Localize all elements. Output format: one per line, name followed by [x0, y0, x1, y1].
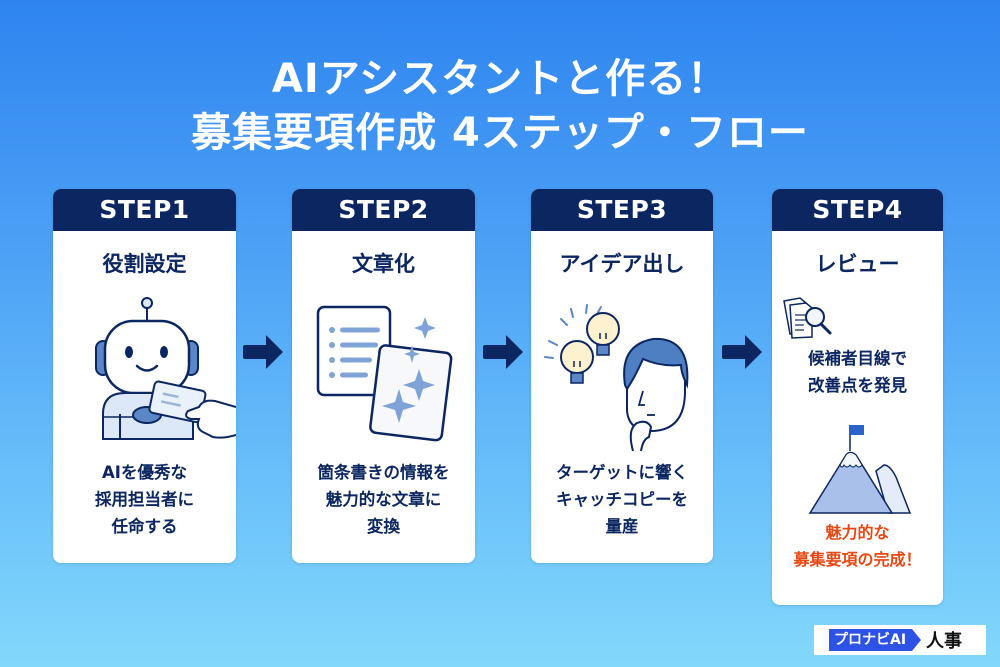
step-card-4: STEP4 レビュー 候補者目線で 改善点を発見 魅力的な 募集要項の完成！: [772, 189, 943, 605]
desc-line: キャッチコピーを: [556, 490, 688, 509]
step-title: アイデア出し: [559, 252, 685, 276]
logo-text: 人事: [926, 631, 963, 652]
step-title: 役割設定: [102, 252, 187, 276]
arrow-right-icon: [722, 335, 762, 369]
step-header: STEP4: [772, 189, 943, 231]
step-card-3: STEP3 アイデア出し ターゲットに響く キャッチコピーを 量産: [531, 189, 713, 563]
desc-line: 魅力的な文章に: [325, 490, 442, 509]
brand-logo: プロナビAI 人事: [814, 625, 986, 655]
desc-line: AIを優秀な: [102, 463, 187, 482]
document-magnifier-icon: [783, 297, 832, 339]
step-description: 箇条書きの情報を 魅力的な文章に 変換: [292, 459, 475, 540]
page-title: AIアシスタントと作る！ 募集要項作成 4ステップ・フロー: [0, 52, 1000, 160]
desc-line: 変換: [367, 517, 400, 536]
step-header: STEP2: [292, 189, 475, 231]
desc-line: 採用担当者に: [95, 490, 194, 509]
step-title: レビュー: [815, 252, 900, 276]
step-card-1: STEP1 役割設定 AIを優秀な 採用担当者に 任命する: [53, 189, 236, 563]
desc-line: 箇条書きの情報を: [317, 463, 450, 482]
arrow-right-icon: [483, 335, 523, 369]
title-line-1: AIアシスタントと作る！: [271, 56, 729, 102]
thinking-person-lightbulb-icon: [544, 304, 689, 451]
desc-line: ターゲットに響く: [556, 463, 688, 482]
desc-line: 任命する: [111, 517, 178, 536]
finish-line: 魅力的な: [825, 523, 890, 542]
step-header: STEP1: [53, 189, 236, 231]
desc-line: 候補者目線で: [808, 349, 907, 368]
step-description: 候補者目線で 改善点を発見: [772, 345, 943, 399]
title-line-2: 募集要項作成 4ステップ・フロー: [191, 110, 809, 156]
step-description: ターゲットに響く キャッチコピーを 量産: [531, 459, 713, 540]
desc-line: 量産: [605, 517, 639, 536]
arrow-right-icon: [243, 335, 283, 369]
desc-line: 改善点を発見: [808, 376, 907, 395]
step-card-2: STEP2 文章化 箇条書きの情報を 魅力的な文章に 変換: [292, 189, 475, 563]
step-title: 文章化: [352, 252, 415, 276]
step-description: AIを優秀な 採用担当者に 任命する: [53, 459, 236, 540]
robot-receiving-card-icon: [95, 297, 236, 440]
mountain-flag-icon: [808, 425, 912, 514]
step-header: STEP3: [531, 189, 713, 231]
completion-message: 魅力的な 募集要項の完成！: [772, 519, 943, 573]
finish-line: 募集要項の完成！: [793, 550, 922, 569]
logo-badge: プロナビAI: [829, 629, 922, 651]
document-sparkle-icon: [316, 305, 453, 442]
